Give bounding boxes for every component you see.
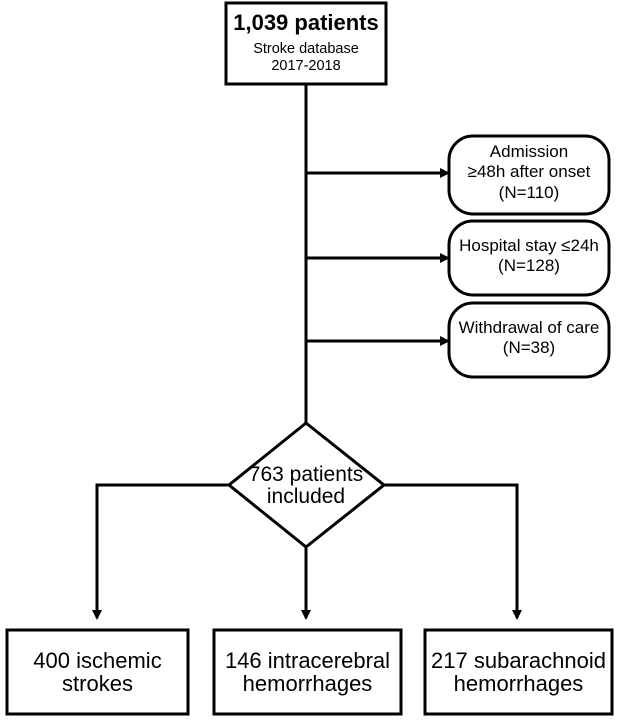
start-box-text: 1,039 patients Stroke database 2017-2018	[226, 10, 386, 75]
outcome-subarachnoid-line1: 217 subarachnoid	[431, 648, 606, 673]
years-label: 2017-2018	[271, 57, 341, 74]
exclusion-2-line1: Hospital stay ≤24h	[459, 236, 599, 255]
included-count: 763 patients	[248, 463, 364, 486]
outcome-box-intracerebral	[212, 628, 403, 716]
exclusion-1-count: (N=110)	[498, 182, 560, 202]
outcome-intracerebral-line1: 146 intracerebral	[224, 648, 391, 673]
exclusion-1-line1: Admission	[489, 142, 569, 161]
included-label: included	[266, 485, 346, 509]
branch-right-connector	[384, 483, 522, 620]
included-diamond	[226, 421, 387, 549]
exclusion-3-count: (N=38)	[502, 338, 556, 358]
included-text: 763 patients included	[226, 463, 386, 509]
exclusion-2-count: (N=128)	[498, 256, 560, 276]
exclusion-box-3	[447, 301, 611, 379]
exclusion-box-1	[447, 134, 611, 216]
outcome-box-subarachnoid	[423, 628, 614, 716]
source-label: Stroke database	[253, 41, 359, 58]
outcome-intracerebral-line2: hemorrhages	[242, 671, 373, 697]
start-box	[224, 1, 388, 86]
outcome-ischemic-line2: strokes	[62, 671, 133, 697]
outcome-subarachnoid-line2: hemorrhages	[453, 671, 584, 697]
outcome-text-ischemic: 400 ischemic strokes	[7, 649, 188, 695]
patient-count-title: 1,039 patients	[233, 10, 379, 35]
exclusion-1-line2: ≥48h after onset	[467, 162, 591, 182]
outcome-text-intracerebral: 146 intracerebral hemorrhages	[214, 649, 401, 695]
outcome-ischemic-line1: 400 ischemic	[33, 648, 162, 673]
exclusion-3-line1: Withdrawal of care	[458, 318, 600, 337]
outcome-box-ischemic	[5, 628, 190, 716]
outcome-text-subarachnoid: 217 subarachnoid hemorrhages	[425, 649, 612, 695]
exclusion-text-2: Hospital stay ≤24h (N=128)	[449, 236, 609, 277]
branch-left-connector	[92, 483, 229, 620]
exclusion-box-2	[447, 219, 611, 297]
exclusion-text-3: Withdrawal of care (N=38)	[449, 318, 609, 359]
exclusion-text-1: Admission ≥48h after onset (N=110)	[449, 142, 609, 203]
